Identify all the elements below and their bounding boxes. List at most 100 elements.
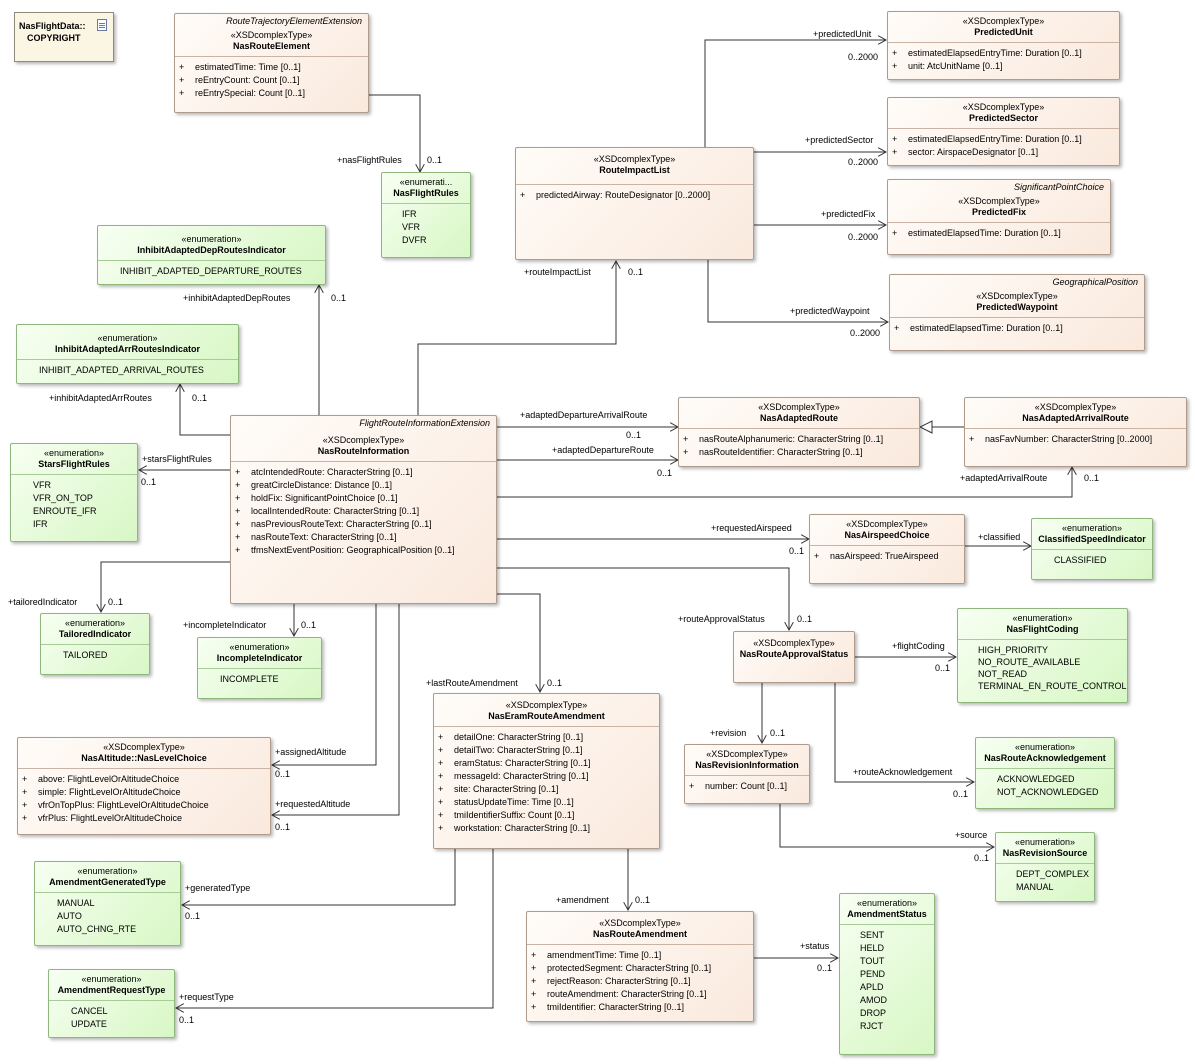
class-stereotype: «enumeration»: [229, 642, 290, 652]
class-header: «XSDcomplexType» NasAltitude::NasLevelCh…: [18, 738, 270, 769]
class-name: PredictedWaypoint: [976, 302, 1058, 312]
attribute: +workstation: CharacterString [0..1]: [438, 823, 591, 833]
enum-tailored-indicator[interactable]: «enumeration» TailoredIndicator TAILORED: [40, 613, 150, 675]
role-label: +inhibitAdaptedArrRoutes: [49, 393, 152, 403]
attribute: +number: Count [0..1]: [689, 781, 788, 791]
attribute-list: +nasFavNumber: CharacterString [0..2000]: [965, 429, 1186, 450]
enum-amendment-request-type[interactable]: «enumeration» AmendmentRequestType CANCE…: [48, 969, 175, 1038]
enum-literal: TAILORED: [63, 650, 108, 660]
enum-literal: AMOD: [860, 995, 887, 1005]
class-nas-route-information[interactable]: FlightRouteInformationExtension «XSDcomp…: [230, 415, 497, 604]
role-label: +predictedSector: [805, 135, 874, 145]
enum-inhibit-adapted-dep-routes[interactable]: «enumeration» InhibitAdaptedDepRoutesInd…: [97, 225, 326, 285]
class-parent: SignificantPointChoice: [1013, 182, 1104, 192]
enum-literal: NOT_ACKNOWLEDGED: [997, 787, 1099, 797]
class-stereotype: «enumerati...: [399, 177, 453, 187]
enum-amendment-status[interactable]: «enumeration» AmendmentStatus SENT HELD …: [839, 893, 935, 1055]
literal-list: INHIBIT_ADAPTED_DEPARTURE_ROUTES: [98, 261, 325, 282]
role-label: +predictedUnit: [813, 29, 872, 39]
class-nas-eram-route-amendment[interactable]: «XSDcomplexType» NasEramRouteAmendment +…: [433, 693, 660, 849]
class-nas-adapted-route[interactable]: «XSDcomplexType» NasAdaptedRoute +nasRou…: [678, 397, 920, 467]
role-label: +routeApprovalStatus: [678, 614, 765, 624]
attribute: +nasRouteAlphanumeric: CharacterString […: [683, 434, 884, 444]
class-stereotype: «XSDcomplexType»: [599, 918, 681, 928]
attribute: +nasFavNumber: CharacterString [0..2000]: [969, 434, 1153, 444]
class-stereotype: «XSDcomplexType»: [962, 16, 1045, 26]
class-nas-route-approval-status[interactable]: «XSDcomplexType» NasRouteApprovalStatus: [733, 631, 855, 683]
enum-literal: SENT: [860, 930, 885, 940]
role-label: +adaptedArrivalRoute: [960, 473, 1048, 483]
class-nas-adapted-arrival-route[interactable]: «XSDcomplexType» NasAdaptedArrivalRoute …: [964, 397, 1187, 467]
enum-nas-route-acknowledgement[interactable]: «enumeration» NasRouteAcknowledgement AC…: [975, 737, 1115, 809]
role-label: +adaptedDepartureArrivalRoute: [520, 410, 648, 420]
enum-stars-flight-rules[interactable]: «enumeration» StarsFlightRules VFR VFR_O…: [10, 443, 138, 542]
copyright-note[interactable]: NasFlightData:: COPYRIGHT: [14, 12, 114, 62]
class-name: NasRouteApprovalStatus: [739, 649, 849, 659]
literal-list: TAILORED: [41, 645, 149, 666]
class-stereotype: «XSDcomplexType»: [958, 196, 1040, 206]
class-name: ClassifiedSpeedIndicator: [1038, 534, 1146, 544]
class-stereotype: «enumeration»: [1061, 523, 1123, 533]
class-header: «enumeration» InhibitAdaptedDepRoutesInd…: [98, 226, 325, 261]
enum-literal: CANCEL: [71, 1006, 108, 1016]
class-predicted-fix[interactable]: SignificantPointChoice «XSDcomplexType» …: [887, 179, 1111, 255]
attribute: +vfrOnTopPlus: FlightLevelOrAltitudeChoi…: [22, 800, 209, 810]
class-nas-revision-information[interactable]: «XSDcomplexType» NasRevisionInformation …: [684, 744, 810, 804]
literal-list: MANUAL AUTO AUTO_CHNG_RTE: [35, 893, 180, 940]
attribute: +vfrPlus: FlightLevelOrAltitudeChoice: [22, 813, 183, 823]
enum-literal: IFR: [402, 209, 417, 219]
class-header: «enumeration» AmendmentStatus: [840, 894, 934, 925]
class-stereotype: «enumeration»: [64, 618, 126, 628]
attribute: +detailTwo: CharacterString [0..1]: [438, 745, 583, 755]
role-label: +lastRouteAmendment: [426, 678, 518, 688]
attribute: +routeAmendment: CharacterString [0..1]: [531, 989, 707, 999]
class-header: «enumeration» TailoredIndicator: [41, 614, 149, 645]
enum-literal: INHIBIT_ADAPTED_DEPARTURE_ROUTES: [120, 266, 302, 276]
edge-source: [779, 804, 994, 847]
enum-amendment-generated-type[interactable]: «enumeration» AmendmentGeneratedType MAN…: [34, 861, 181, 946]
attribute: +messageId: CharacterString [0..1]: [438, 771, 589, 781]
literal-list: VFR VFR_ON_TOP ENROUTE_IFR IFR: [11, 475, 137, 535]
class-name: NasAdaptedArrivalRoute: [1022, 413, 1129, 423]
enum-literal: ACKNOWLEDGED: [997, 774, 1075, 784]
enum-literal: AUTO: [57, 911, 82, 921]
attribute: +reEntrySpecial: Count [0..1]: [179, 88, 306, 98]
multiplicity-label: 0..1: [108, 597, 124, 607]
role-label: +routeImpactList: [524, 267, 591, 277]
attribute: +holdFix: SignificantPointChoice [0..1]: [235, 493, 398, 503]
enum-incomplete-indicator[interactable]: «enumeration» IncompleteIndicator INCOMP…: [197, 637, 322, 699]
enum-nas-flight-rules[interactable]: «enumerati... NasFlightRules IFR VFR DVF…: [381, 172, 471, 258]
attribute: +nasRouteText: CharacterString [0..1]: [235, 532, 397, 542]
class-nas-level-choice[interactable]: «XSDcomplexType» NasAltitude::NasLevelCh…: [17, 737, 271, 835]
attribute: +above: FlightLevelOrAltitudeChoice: [22, 774, 180, 784]
attribute: +amendmentTime: Time [0..1]: [531, 950, 662, 960]
class-header: «enumeration» NasRevisionSource: [996, 833, 1094, 864]
class-name: StarsFlightRules: [38, 459, 110, 469]
edge-nasFlightRules: [368, 94, 420, 172]
class-parent: FlightRouteInformationExtension: [359, 418, 490, 428]
class-header: «XSDcomplexType» PredictedUnit: [888, 12, 1119, 43]
enum-literal: NOT_READ: [978, 669, 1028, 679]
class-name: NasRouteAmendment: [592, 929, 687, 939]
class-predicted-unit[interactable]: «XSDcomplexType» PredictedUnit +estimate…: [887, 11, 1120, 80]
enum-nas-flight-coding[interactable]: «enumeration» NasFlightCoding HIGH_PRIOR…: [957, 608, 1128, 703]
enum-inhibit-adapted-arr-routes[interactable]: «enumeration» InhibitAdaptedArrRoutesInd…: [16, 324, 239, 384]
class-header: «XSDcomplexType» NasAirspeedChoice: [810, 515, 964, 546]
enum-nas-revision-source[interactable]: «enumeration» NasRevisionSource DEPT_COM…: [995, 832, 1095, 902]
class-nas-route-element[interactable]: RouteTrajectoryElementExtension «XSDcomp…: [174, 13, 369, 113]
class-nas-route-amendment[interactable]: «XSDcomplexType» NasRouteAmendment +amen…: [526, 911, 754, 1022]
enum-literal: ENROUTE_IFR: [33, 506, 97, 516]
enum-classified-speed-indicator[interactable]: «enumeration» ClassifiedSpeedIndicator C…: [1031, 518, 1153, 580]
role-label: +incompleteIndicator: [183, 620, 267, 630]
class-nas-airspeed-choice[interactable]: «XSDcomplexType» NasAirspeedChoice +nasA…: [809, 514, 965, 584]
literal-list: DEPT_COMPLEX MANUAL: [996, 864, 1094, 898]
class-route-impact-list[interactable]: «XSDcomplexType» RouteImpactList +predic…: [515, 147, 754, 260]
class-predicted-waypoint[interactable]: GeographicalPosition «XSDcomplexType» Pr…: [889, 274, 1145, 351]
class-stereotype: «XSDcomplexType»: [753, 638, 835, 648]
enum-literal: INCOMPLETE: [220, 674, 279, 684]
class-stereotype: «XSDcomplexType»: [758, 402, 840, 412]
role-label: +amendment: [556, 895, 609, 905]
class-predicted-sector[interactable]: «XSDcomplexType» PredictedSector +estima…: [887, 97, 1120, 166]
role-label: +requestedAirspeed: [711, 523, 792, 533]
class-header: «XSDcomplexType» PredictedSector: [888, 98, 1119, 129]
